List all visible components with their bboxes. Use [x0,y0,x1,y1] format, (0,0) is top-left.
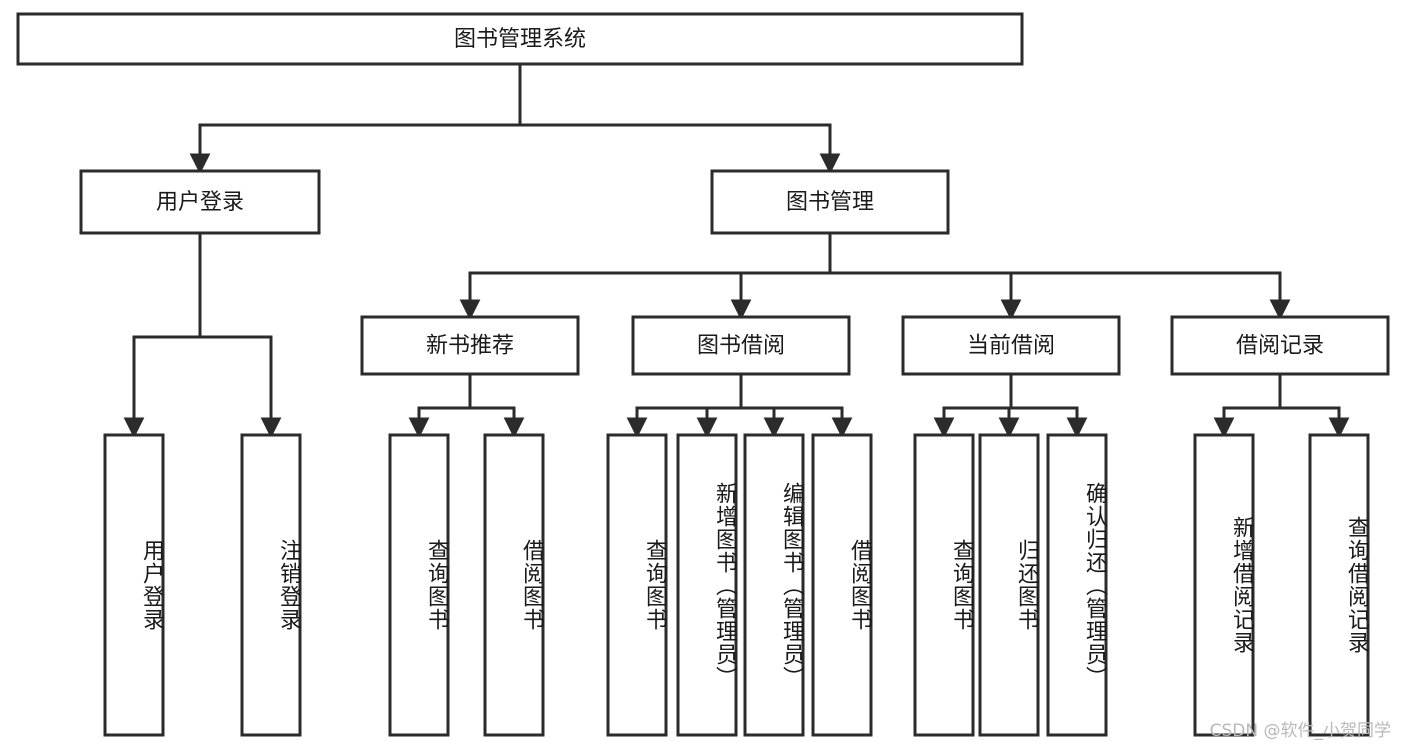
node-box-borrow-record[interactable] [1170,315,1390,376]
node-box-leaf-borrow-book-2[interactable] [811,433,873,737]
node-box-leaf-query-book-2[interactable] [606,433,668,737]
node-label-user-login: 用户登录 [156,190,244,215]
node-label-current-borrow: 当前借阅 [967,334,1055,359]
node-box-root[interactable] [16,12,1024,66]
connector-layer [123,62,1350,439]
node-box-leaf-query-book-3[interactable] [913,433,975,737]
node-label-book-borrow: 图书借阅 [697,334,785,359]
node-box-book-manage[interactable] [710,169,950,235]
node-label-borrow-record: 借阅记录 [1236,334,1324,359]
node-box-user-login[interactable] [79,169,321,235]
node-box-leaf-logout[interactable] [240,433,302,737]
node-box-new-book-recommend[interactable] [360,315,580,376]
node-label-root: 图书管理系统 [454,27,586,52]
node-box-leaf-borrow-book-1[interactable] [483,433,545,737]
node-box-layer [16,12,1390,737]
node-box-book-borrow[interactable] [631,315,851,376]
watermark-text: CSDN @软件_小贺同学 [1209,721,1391,741]
node-box-leaf-add-book[interactable] [676,433,738,737]
node-box-leaf-edit-book[interactable] [743,433,805,737]
node-box-leaf-user-login[interactable] [103,433,165,737]
node-label-new-book-recommend: 新书推荐 [426,334,514,359]
node-box-leaf-query-record[interactable] [1308,433,1370,737]
node-box-leaf-add-record[interactable] [1193,433,1255,737]
node-label-book-manage: 图书管理 [786,190,874,215]
node-box-leaf-confirm-return[interactable] [1046,433,1108,737]
node-box-leaf-query-book-1[interactable] [388,433,450,737]
node-box-leaf-return-book[interactable] [978,433,1040,737]
node-box-current-borrow[interactable] [901,315,1121,376]
